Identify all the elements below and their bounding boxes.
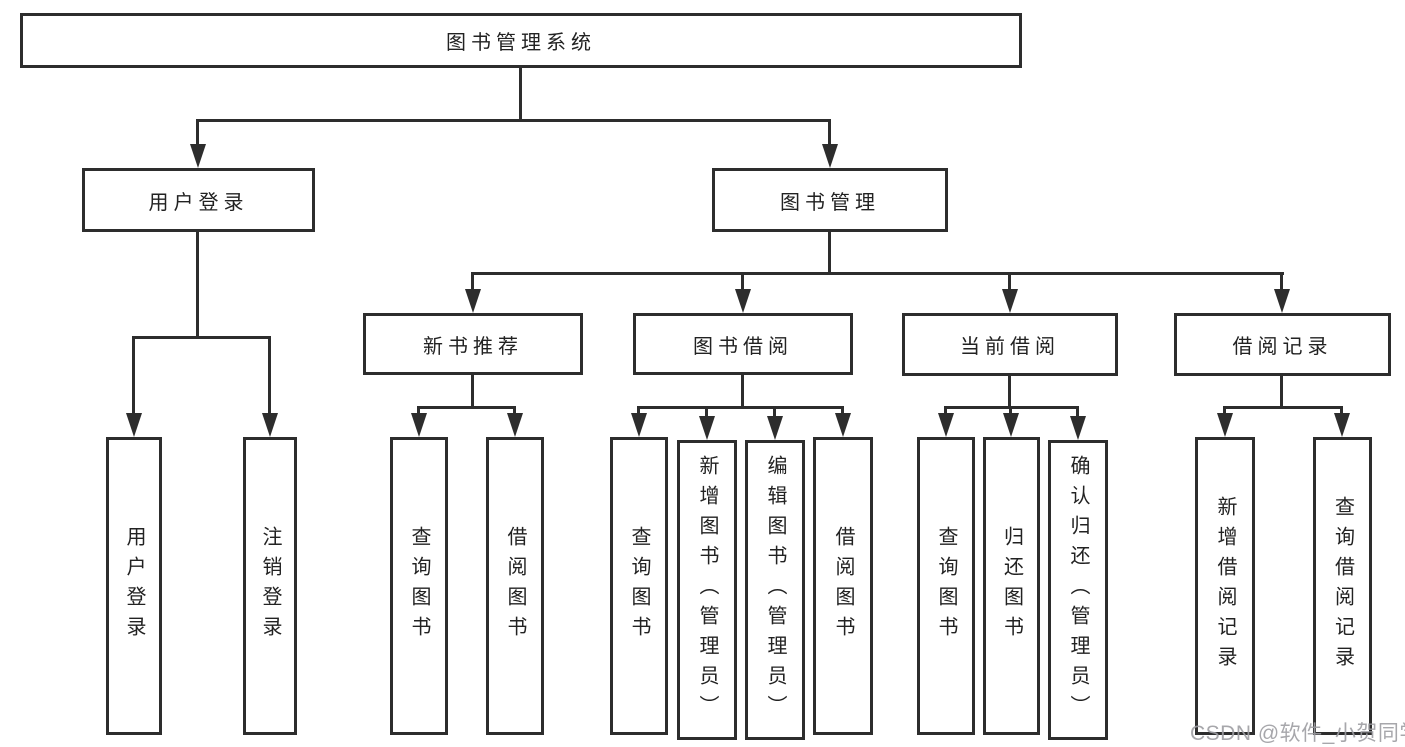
connector-user-login-rail bbox=[132, 336, 271, 339]
arrowhead-logout-leaf bbox=[262, 413, 278, 437]
connector-user-login-stem bbox=[196, 232, 199, 339]
node-confirm-return-admin: 确认归还（管理员） bbox=[1048, 440, 1108, 740]
arrowhead-query-borrow-record bbox=[1334, 413, 1350, 437]
arrowhead-book-management bbox=[822, 144, 838, 168]
arrowhead-new-book-recommend bbox=[465, 289, 481, 313]
connector-recommend-stem bbox=[471, 375, 474, 409]
node-borrow-books-recommend: 借阅图书 bbox=[486, 437, 544, 735]
node-query-books-current-label: 查询图书 bbox=[935, 526, 957, 646]
node-user-login-leaf-label: 用户登录 bbox=[123, 526, 145, 646]
node-current-borrow-label: 当前借阅 bbox=[960, 336, 1060, 358]
node-add-books-admin: 新增图书（管理员） bbox=[677, 440, 737, 740]
arrowhead-borrow-books-recommend bbox=[507, 413, 523, 437]
node-return-books: 归还图书 bbox=[983, 437, 1040, 735]
node-query-borrow-record-label: 查询借阅记录 bbox=[1331, 496, 1354, 676]
node-confirm-return-admin-label: 确认归还（管理员） bbox=[1067, 455, 1089, 725]
connector-drop-borrow-books-recommend bbox=[513, 406, 516, 418]
connector-borrow-records-rail bbox=[1223, 406, 1343, 409]
node-logout-leaf-label: 注销登录 bbox=[259, 526, 281, 646]
connector-recommend-rail bbox=[417, 406, 516, 409]
connector-level1-rail bbox=[196, 119, 831, 122]
node-book-borrow: 图书借阅 bbox=[633, 313, 853, 375]
connector-borrow-records-stem bbox=[1280, 375, 1283, 409]
connector-drop-query-books-recommend bbox=[417, 406, 420, 418]
node-user-login-label: 用户登录 bbox=[148, 191, 249, 214]
node-query-borrow-record: 查询借阅记录 bbox=[1313, 437, 1372, 735]
node-add-borrow-record-label: 新增借阅记录 bbox=[1214, 496, 1236, 676]
node-return-books-label: 归还图书 bbox=[1000, 526, 1023, 646]
node-new-book-recommend: 新书推荐 bbox=[363, 313, 583, 375]
node-book-borrow-label: 图书借阅 bbox=[693, 335, 793, 358]
arrowhead-query-books-recommend bbox=[411, 413, 427, 437]
arrowhead-current-borrow bbox=[1002, 289, 1018, 313]
connector-drop-current-borrow bbox=[1008, 272, 1011, 294]
connector-drop-add-borrow-record bbox=[1223, 406, 1226, 418]
connector-drop-query-books-borrow bbox=[637, 406, 640, 418]
arrowhead-confirm-return-admin bbox=[1070, 416, 1086, 440]
connector-root-stem bbox=[519, 68, 522, 122]
connector-drop-borrow-records bbox=[1280, 272, 1283, 294]
arrowhead-borrow-records bbox=[1274, 289, 1290, 313]
connector-drop-book-management bbox=[828, 119, 831, 149]
node-query-books-current: 查询图书 bbox=[917, 437, 975, 735]
arrowhead-user-login bbox=[190, 144, 206, 168]
connector-drop-new-book-recommend bbox=[471, 272, 474, 294]
connector-book-borrow-rail bbox=[637, 406, 844, 409]
connector-drop-logout-leaf bbox=[268, 336, 271, 418]
connector-current-borrow-stem bbox=[1008, 375, 1011, 409]
node-add-borrow-record: 新增借阅记录 bbox=[1195, 437, 1255, 735]
node-add-books-admin-label: 新增图书（管理员） bbox=[696, 455, 718, 725]
node-user-login-leaf: 用户登录 bbox=[106, 437, 162, 735]
node-user-login: 用户登录 bbox=[82, 168, 315, 232]
node-borrow-books-leaf-label: 借阅图书 bbox=[832, 526, 854, 646]
node-logout-leaf: 注销登录 bbox=[243, 437, 297, 735]
node-borrow-books-recommend-label: 借阅图书 bbox=[504, 526, 526, 646]
node-book-management-label: 图书管理 bbox=[780, 191, 880, 214]
node-root: 图书管理系统 bbox=[20, 13, 1022, 68]
node-edit-books-admin-label: 编辑图书（管理员） bbox=[764, 455, 786, 725]
node-query-books-recommend: 查询图书 bbox=[390, 437, 448, 735]
node-root-label: 图书管理系统 bbox=[446, 32, 596, 54]
arrowhead-user-login-leaf bbox=[126, 413, 142, 437]
connector-book-management-stem bbox=[828, 232, 831, 275]
node-borrow-records-label: 借阅记录 bbox=[1232, 336, 1333, 358]
arrowhead-query-books-current bbox=[938, 413, 954, 437]
connector-drop-query-borrow-record bbox=[1340, 406, 1343, 418]
connector-level3-rail bbox=[471, 272, 1284, 275]
node-borrow-records: 借阅记录 bbox=[1174, 313, 1391, 376]
connector-drop-book-borrow bbox=[741, 272, 744, 294]
connector-drop-query-books-current bbox=[944, 406, 947, 418]
connector-drop-user-login bbox=[196, 119, 199, 149]
arrowhead-edit-books-admin bbox=[767, 416, 783, 440]
node-query-books-borrow: 查询图书 bbox=[610, 437, 668, 735]
connector-drop-confirm-return-admin bbox=[1076, 406, 1079, 420]
node-borrow-books-leaf: 借阅图书 bbox=[813, 437, 873, 735]
watermark: CSDN @软件_小贺同学 bbox=[1190, 722, 1405, 745]
arrowhead-query-books-borrow bbox=[631, 413, 647, 437]
arrowhead-book-borrow bbox=[735, 289, 751, 313]
connector-drop-user-login-leaf bbox=[132, 336, 135, 418]
node-query-books-recommend-label: 查询图书 bbox=[408, 526, 430, 646]
node-new-book-recommend-label: 新书推荐 bbox=[423, 335, 523, 358]
arrowhead-return-books bbox=[1003, 413, 1019, 437]
connector-drop-borrow-books-leaf bbox=[841, 406, 844, 418]
node-edit-books-admin: 编辑图书（管理员） bbox=[745, 440, 805, 740]
arrowhead-borrow-books-leaf bbox=[835, 413, 851, 437]
node-book-management: 图书管理 bbox=[712, 168, 948, 232]
connector-book-borrow-stem bbox=[741, 375, 744, 409]
arrowhead-add-books-admin bbox=[699, 416, 715, 440]
connector-drop-add-books-admin bbox=[705, 406, 708, 420]
node-query-books-borrow-label: 查询图书 bbox=[628, 526, 650, 646]
connector-drop-edit-books-admin bbox=[773, 406, 776, 420]
connector-drop-return-books bbox=[1009, 406, 1012, 418]
node-current-borrow: 当前借阅 bbox=[902, 313, 1118, 376]
arrowhead-add-borrow-record bbox=[1217, 413, 1233, 437]
